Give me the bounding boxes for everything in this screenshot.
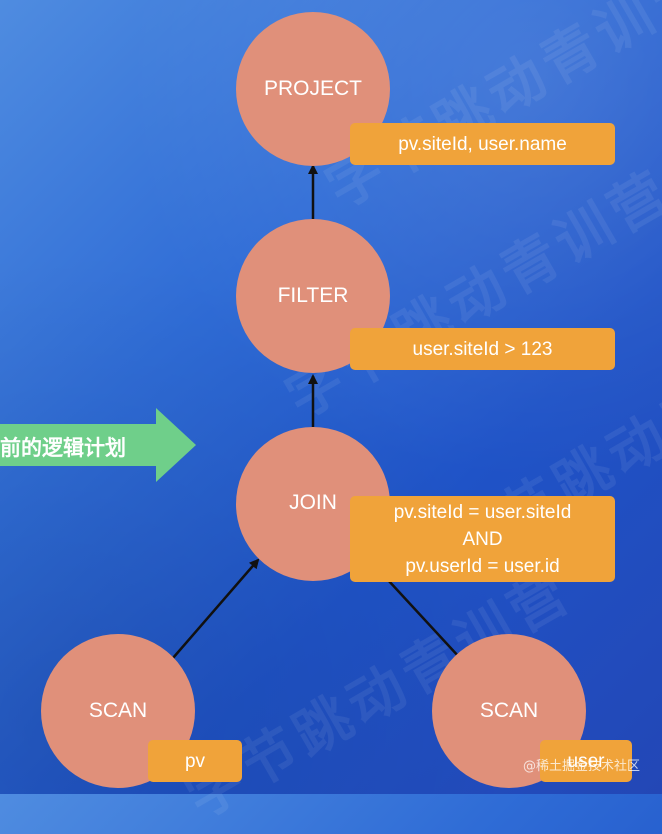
- join-label-line-3: pv.userId = user.id: [405, 555, 560, 577]
- scan-left-label-text: pv: [184, 750, 206, 772]
- edge-join-to-scan-right: [387, 579, 461, 659]
- filter-label-text: user.siteId > 123: [412, 338, 553, 360]
- edge-scan-left-to-join: [172, 558, 260, 659]
- arrow-shaft: [0, 424, 160, 466]
- join-label-line-1: pv.siteId = user.siteId: [393, 501, 572, 523]
- join-label: pv.siteId = user.siteId AND pv.userId = …: [350, 496, 615, 582]
- scan-left-label: pv: [148, 740, 242, 782]
- filter-label: user.siteId > 123: [350, 328, 615, 370]
- arrow-head: [156, 408, 196, 482]
- project-node-label: PROJECT: [263, 77, 362, 100]
- scan-right-label-text: user: [567, 750, 605, 772]
- project-label-text: pv.siteId, user.name: [398, 133, 567, 155]
- arrow-text: 前的逻辑计划: [0, 436, 126, 460]
- join-label-line-2: AND: [462, 528, 503, 550]
- scan-right-node-label: SCAN: [479, 699, 539, 722]
- logical-plan-arrow: 前的逻辑计划: [0, 408, 196, 482]
- edge-layer: [172, 164, 461, 659]
- scan-right-label: user: [540, 740, 632, 782]
- credit-text: @稀土掘金技术社区: [522, 759, 640, 774]
- join-node-label: JOIN: [289, 491, 337, 514]
- scan-left-node-label: SCAN: [88, 699, 148, 722]
- filter-node-label: FILTER: [277, 284, 349, 307]
- project-label: pv.siteId, user.name: [350, 123, 615, 165]
